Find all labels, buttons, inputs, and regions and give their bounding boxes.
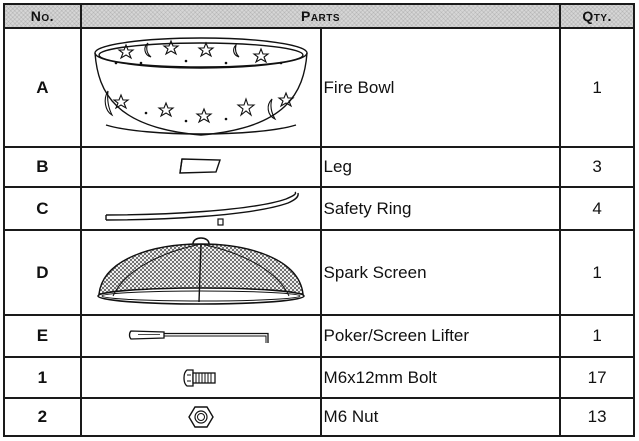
part-name: Leg <box>319 146 562 188</box>
spark-screen-icon <box>96 236 305 305</box>
table-row: 2 M6 Nut 13 <box>3 397 635 437</box>
leg-icon <box>178 158 221 174</box>
part-quantity: 13 <box>559 397 635 437</box>
bolt-icon <box>183 368 216 387</box>
part-quantity: 17 <box>559 356 635 399</box>
part-illustration <box>79 146 322 188</box>
header-qty: Qty. <box>559 3 635 29</box>
part-number: B <box>3 146 82 188</box>
poker-icon <box>128 330 269 343</box>
part-quantity: 1 <box>559 314 635 358</box>
part-quantity: 1 <box>559 229 635 316</box>
part-number: D <box>3 229 82 316</box>
table-row: B Leg 3 <box>3 146 635 188</box>
part-illustration <box>79 397 322 437</box>
part-illustration <box>79 356 322 399</box>
header-row: No. Parts Qty. <box>3 3 635 29</box>
part-illustration <box>79 27 322 148</box>
part-number: A <box>3 27 82 148</box>
header-parts-label: Parts <box>301 8 341 24</box>
table-row: A <box>3 27 635 148</box>
part-name: M6x12mm Bolt <box>319 356 562 399</box>
part-name: Poker/Screen Lifter <box>319 314 562 358</box>
part-quantity: 1 <box>559 27 635 148</box>
part-name: Safety Ring <box>319 186 562 231</box>
parts-table: No. Parts Qty. A <box>3 3 635 437</box>
part-name: Spark Screen <box>319 229 562 316</box>
part-number: 1 <box>3 356 82 399</box>
nut-icon <box>187 406 214 428</box>
part-quantity: 3 <box>559 146 635 188</box>
part-number: 2 <box>3 397 82 437</box>
part-number: C <box>3 186 82 231</box>
table-row: D Spark Screen 1 <box>3 229 635 316</box>
part-quantity: 4 <box>559 186 635 231</box>
part-illustration <box>79 186 322 231</box>
part-name: M6 Nut <box>319 397 562 437</box>
header-qty-label: Qty. <box>582 8 612 24</box>
part-illustration <box>79 229 322 316</box>
table-row: 1 M6x12mm Bolt 17 <box>3 356 635 399</box>
part-number: E <box>3 314 82 358</box>
part-illustration <box>79 314 322 358</box>
fire-bowl-icon <box>93 36 308 136</box>
part-name: Fire Bowl <box>319 27 562 148</box>
safety-ring-icon <box>104 191 299 226</box>
table-row: E Poker/Screen Lifter 1 <box>3 314 635 358</box>
header-no-label: No. <box>30 8 55 24</box>
header-parts: Parts <box>79 3 562 29</box>
table-row: C Safety Ring 4 <box>3 186 635 231</box>
header-no: No. <box>3 3 82 29</box>
